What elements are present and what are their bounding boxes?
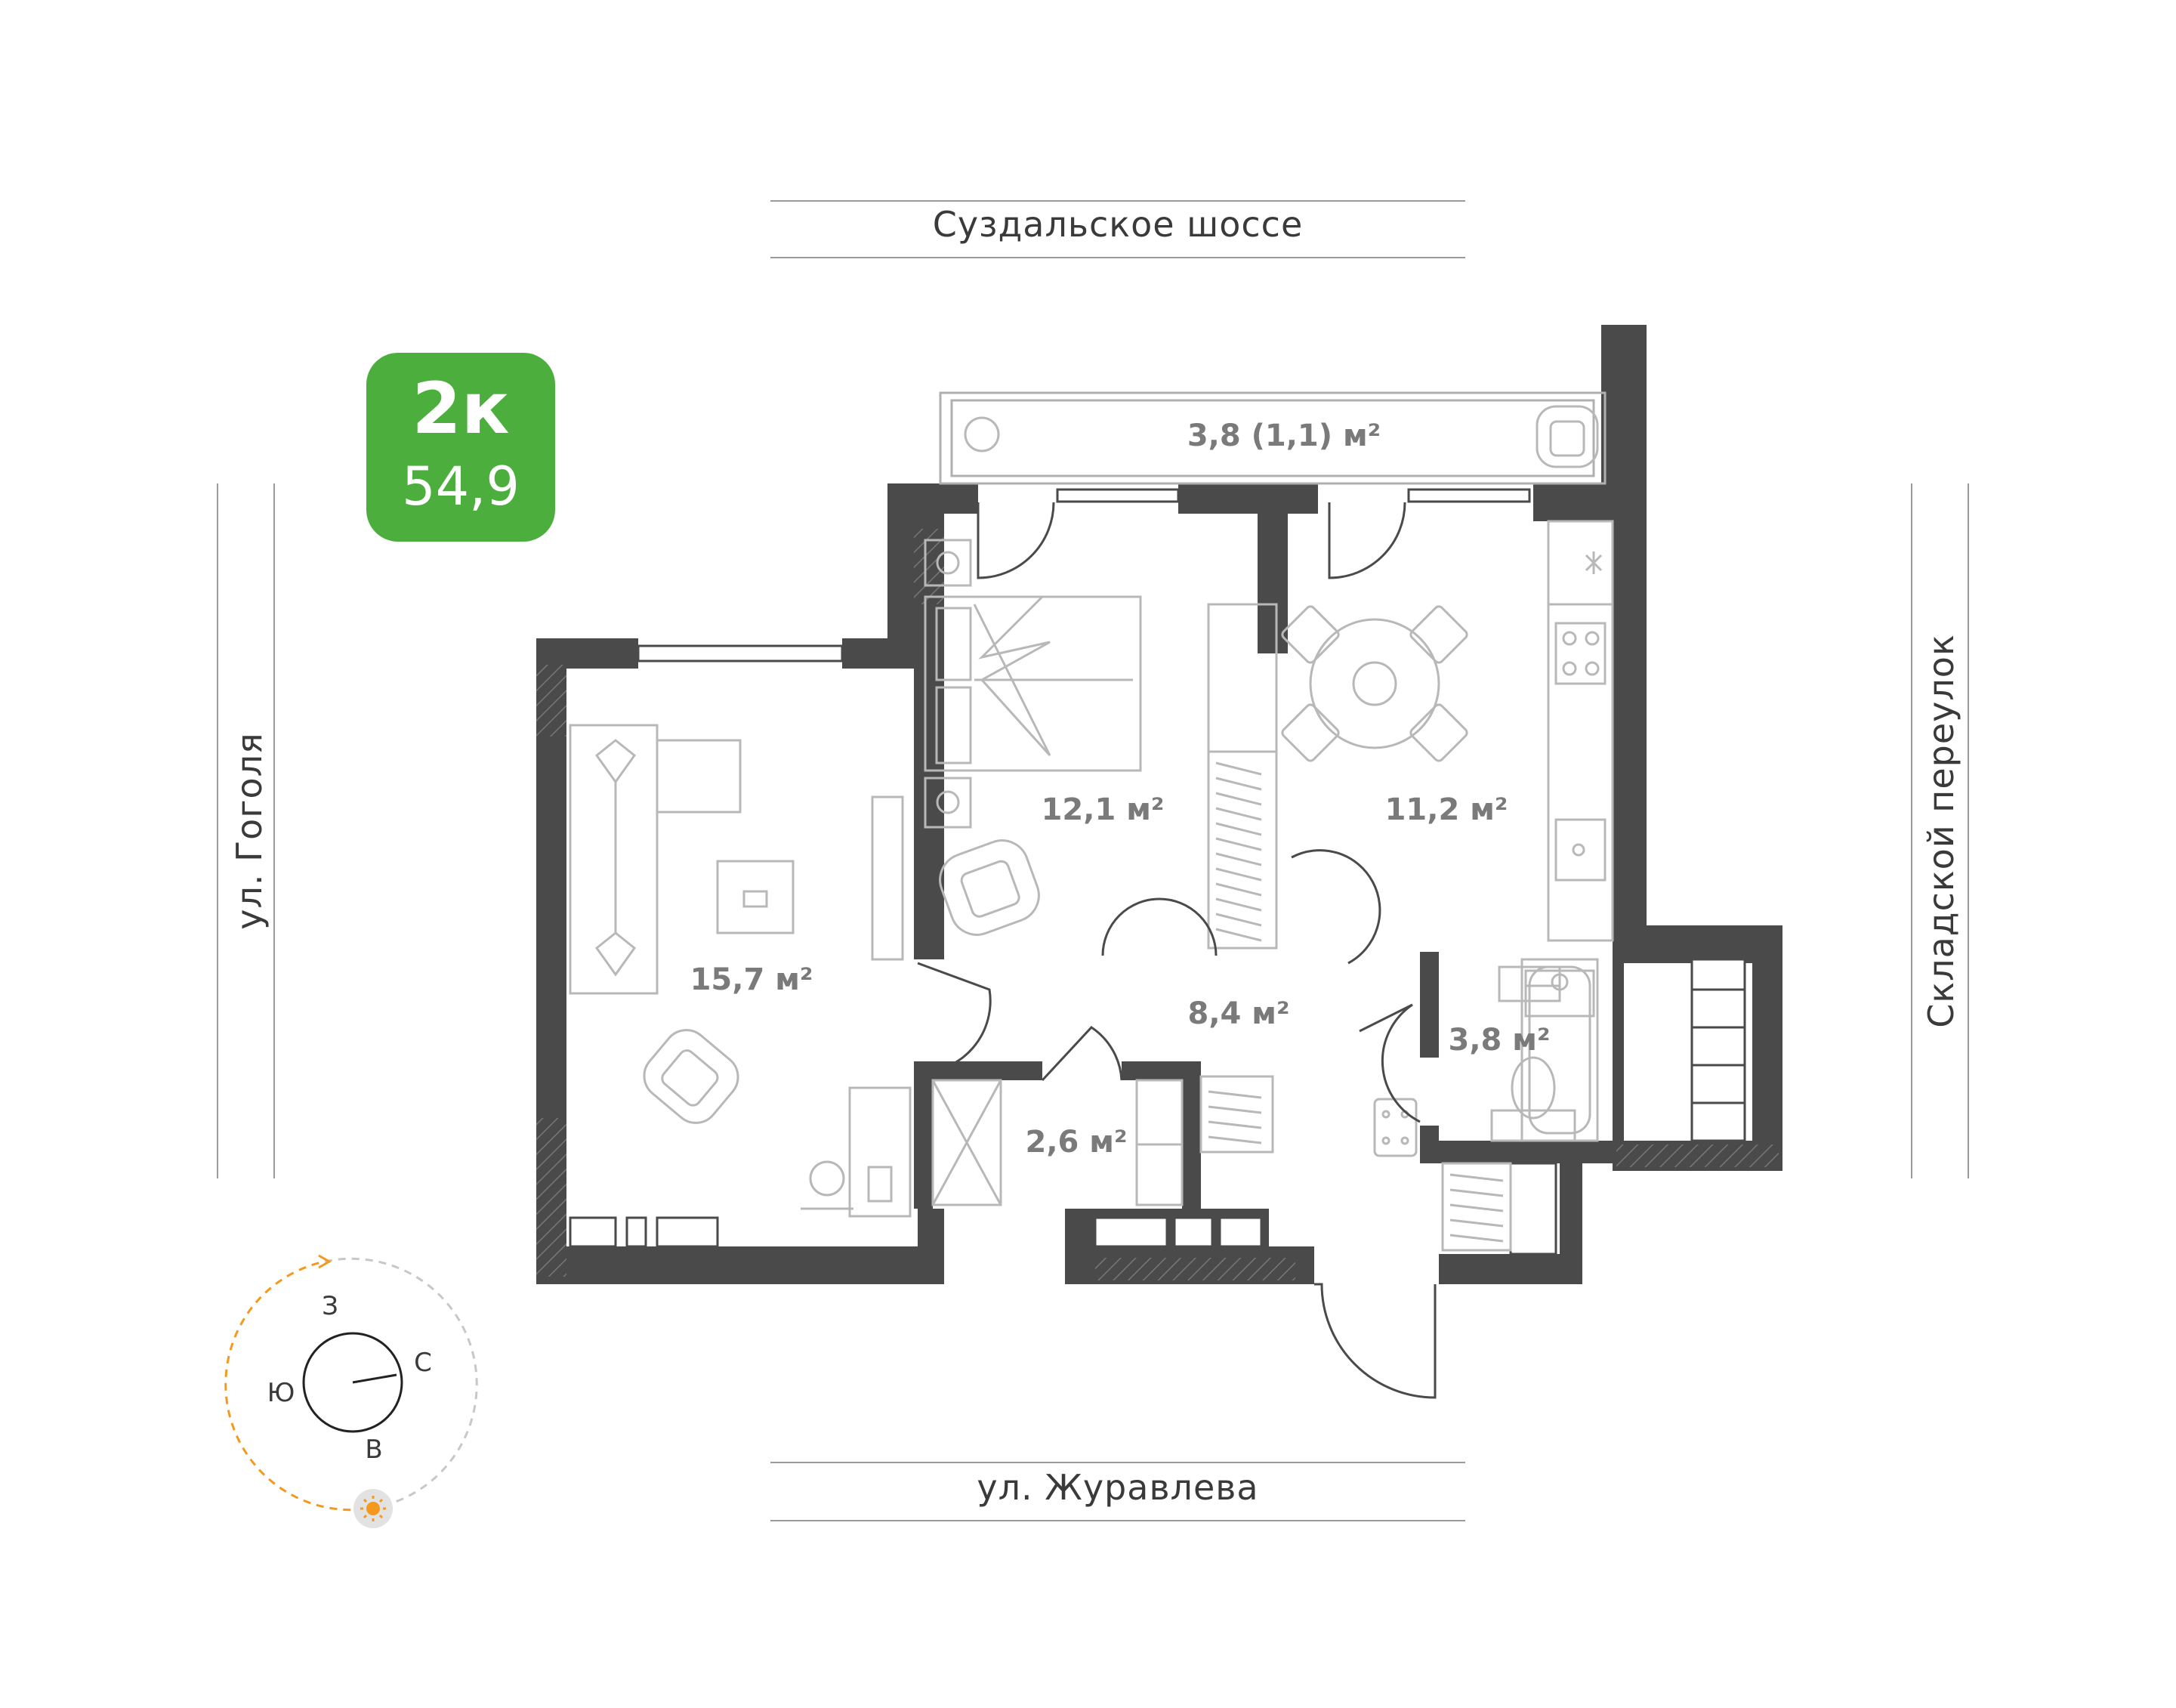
street-east-line-right xyxy=(1968,483,1969,1178)
desk-chair-icon xyxy=(809,1160,845,1197)
sink-icon xyxy=(1554,818,1607,882)
compass: З С Ю В xyxy=(224,1254,478,1528)
storage-area: 2,6 м² xyxy=(1026,1125,1128,1160)
bedroom-area: 12,1 м² xyxy=(1042,792,1165,827)
kitchen-counter-icon xyxy=(1547,520,1614,942)
street-west-line-left xyxy=(217,483,218,1178)
balcony-area: 3,8 (1,1) м² xyxy=(1187,419,1381,453)
compass-east: В xyxy=(365,1435,382,1465)
kitchen-area: 11,2 м² xyxy=(1385,792,1508,827)
street-south-label: ул. Журавлева xyxy=(977,1467,1259,1508)
windows xyxy=(569,488,1746,1256)
doors xyxy=(917,502,1437,1399)
compass-north: С xyxy=(414,1348,432,1378)
washbasin-icon xyxy=(1498,965,1561,1002)
street-north-line-top xyxy=(770,200,1465,202)
storage-shelf-icon xyxy=(931,1079,1002,1206)
street-south-line-top xyxy=(770,1462,1465,1463)
total-area: 54,9 xyxy=(402,456,520,517)
table-icon xyxy=(716,860,795,934)
sofa-icon xyxy=(569,724,659,995)
sun-icon xyxy=(353,1489,393,1528)
street-south-line-bottom xyxy=(770,1520,1465,1521)
street-north-line-bottom xyxy=(770,257,1465,258)
furniture xyxy=(569,405,1614,1252)
hall-area: 8,4 м² xyxy=(1188,996,1290,1031)
bedroom-armchair-icon xyxy=(939,839,1040,936)
street-west-line-right xyxy=(273,483,275,1178)
rooms-count: 2к xyxy=(412,368,510,450)
apartment-badge: 2к 54,9 xyxy=(366,353,555,542)
balcony xyxy=(939,391,1607,485)
plant-icon xyxy=(964,416,1000,452)
dining-table-icon xyxy=(1309,618,1440,749)
street-east-line-left xyxy=(1911,483,1912,1178)
washing-machine-icon xyxy=(1373,1098,1418,1157)
bed-icon xyxy=(924,595,1142,772)
balcony-chair-icon xyxy=(1536,405,1599,468)
wardrobe-icon xyxy=(1207,603,1278,950)
street-north-label: Суздальское шоссе xyxy=(932,204,1304,245)
compass-west: З xyxy=(322,1291,338,1321)
compass-south: Ю xyxy=(267,1378,295,1408)
wall-hatches xyxy=(536,529,1779,1280)
desk-icon xyxy=(848,1086,912,1218)
bathroom-area: 3,8 м² xyxy=(1449,1023,1551,1058)
stove-icon xyxy=(1554,622,1607,685)
living-area: 15,7 м² xyxy=(690,962,813,997)
armchair-icon xyxy=(643,1029,739,1124)
boiler-icon xyxy=(1135,1079,1184,1206)
toilet-icon xyxy=(1511,1056,1556,1120)
